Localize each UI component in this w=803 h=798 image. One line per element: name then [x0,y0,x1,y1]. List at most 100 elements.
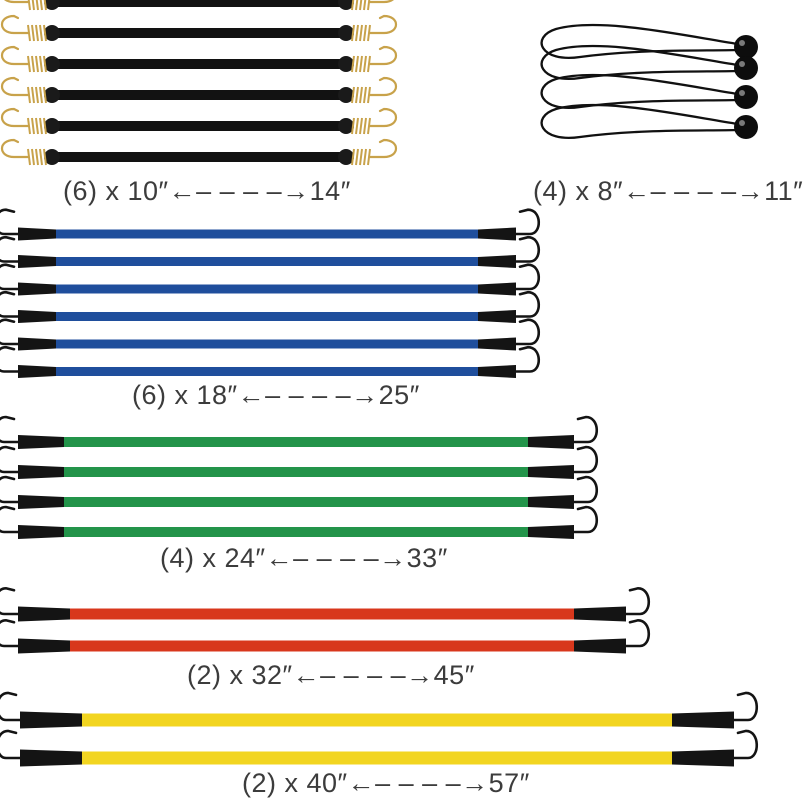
spring-coil [359,0,363,11]
ball-bungee-group [540,23,758,140]
spring-coil [43,55,47,73]
ball-bungee [540,103,758,140]
spring-coil [355,117,359,135]
hook-icon [0,691,22,722]
bungee-cord [0,475,599,509]
bungee-cord [0,138,398,166]
end-cap [478,337,516,351]
end-cap [18,435,64,449]
hook-icon [572,415,599,444]
bungee-cord [0,107,398,135]
bungee-cord [0,14,398,42]
spring-coil [35,148,39,166]
hook-icon [732,691,759,722]
end-cap [18,337,56,351]
blue-cords-size-label: (6) x 18″←– – – –→25″ [132,380,420,410]
ball-bungee-size-label: (4) x 8″←– – – –→11″ [533,176,803,206]
spring-coil [359,117,363,135]
hook-icon [624,586,651,616]
bungee-cord [0,445,599,479]
cord-end [338,118,354,134]
bungee-set-illustration [0,0,759,767]
bungee-cord [0,586,651,622]
spring-coil [355,148,359,166]
spring-coil [351,24,355,42]
ball-highlight [739,120,745,126]
cord-end [338,25,354,41]
end-cap [18,255,56,268]
hook-icon [0,208,20,236]
end-cap [18,465,64,479]
spring-coil [351,55,355,73]
spring-coil [43,0,47,11]
end-cap [18,638,70,654]
spring-coil [39,24,43,42]
brass-hook-icon [368,14,398,35]
bungee-cord [0,45,398,73]
end-cap [20,711,82,729]
end-cap [478,365,516,378]
cord-end [44,149,60,165]
spring-coil [39,117,43,135]
spring-coil [31,117,35,135]
bungee-cord [0,345,541,378]
end-cap [18,282,56,296]
spring-coil [35,117,39,135]
spring-coil [355,0,359,11]
hook-icon [0,263,20,291]
spring-coil [39,55,43,73]
hook-icon [572,475,599,504]
yellow-cord-group [0,691,759,767]
hook-icon [0,318,20,346]
cord-strand [62,527,530,537]
cord-end [44,87,60,103]
hook-icon [514,235,541,263]
hook-icon [0,415,20,444]
spring-coil [363,148,367,166]
red-cords-size-label: (2) x 32″←– – – –→45″ [187,660,475,690]
ball-icon [734,56,758,80]
cord-strand [80,713,674,727]
spring-coil [31,55,35,73]
cord-strand [54,284,480,294]
cord-end [44,118,60,134]
brass-hook-icon [368,138,398,159]
spring-coil [43,24,47,42]
spring-coil [43,86,47,104]
bungee-cord [0,691,759,729]
bungee-cord [0,618,651,654]
spring-coil [351,148,355,166]
end-cap [528,495,574,509]
spring-coil [359,55,363,73]
spring-coil [359,86,363,104]
end-cap [528,435,574,449]
cord-strand [54,312,480,321]
elastic-loop [540,73,739,110]
end-cap [478,310,516,323]
hook-icon [514,318,541,346]
end-cap [18,495,64,509]
cord-strand [68,608,576,620]
end-cap [574,638,626,654]
spring-coil [359,24,363,42]
bungee-cord [0,505,599,539]
elastic-loop [540,23,739,60]
end-cap [528,465,574,479]
end-cap [672,749,734,767]
hook-icon [514,208,541,236]
end-cap [18,227,56,241]
spring-coil [351,117,355,135]
hook-icon [0,290,20,318]
end-cap [478,282,516,296]
cord-end [338,87,354,103]
cord-strand [54,367,480,376]
bungee-cord [0,263,541,296]
cord-strand [54,257,480,266]
spring-coil [39,0,43,11]
cord-strand [62,467,530,477]
spring-coil [359,148,363,166]
end-cap [672,711,734,729]
spring-coil [31,0,35,11]
cord-strand [50,0,348,7]
yellow-cords-size-label: (2) x 40″←– – – –→57″ [242,768,530,798]
